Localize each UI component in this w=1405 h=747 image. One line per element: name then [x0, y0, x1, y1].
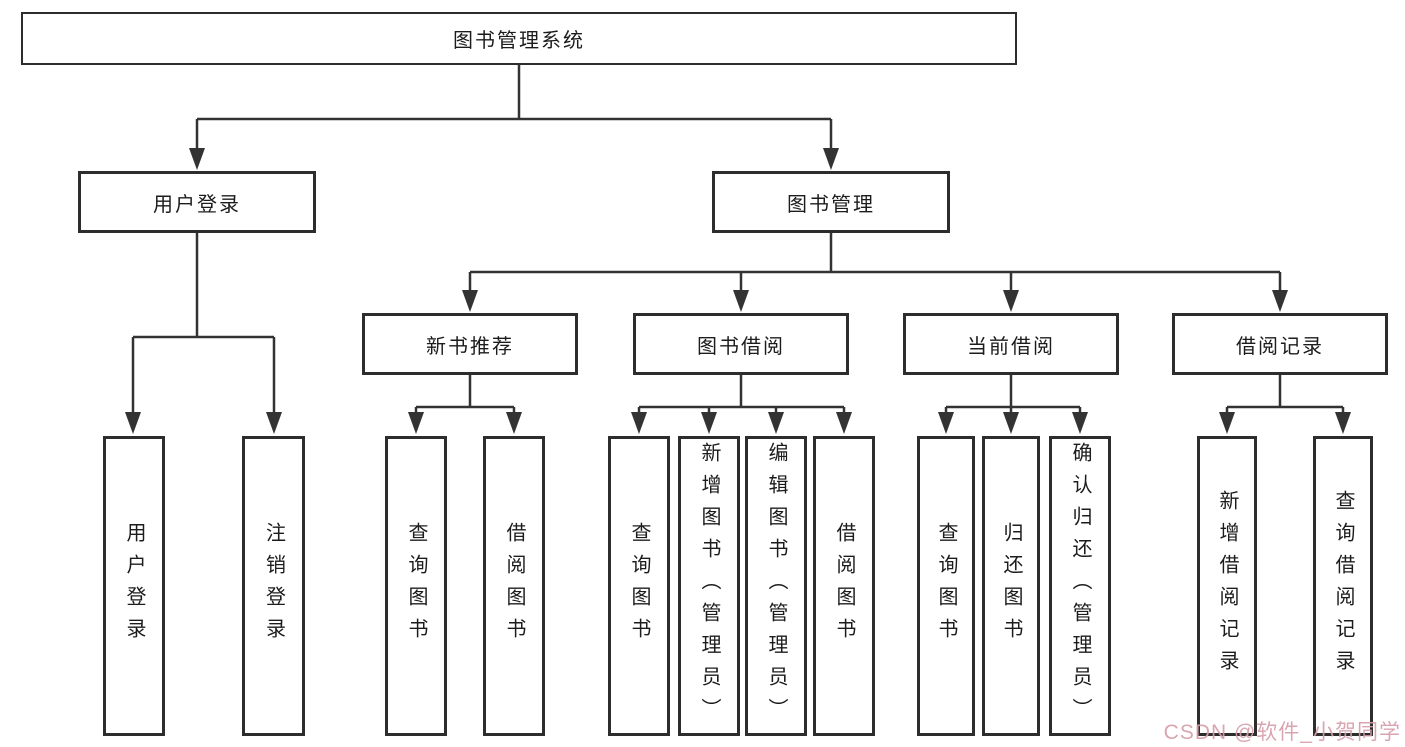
- leaf-user-login: 用户登录: [103, 436, 165, 736]
- node-label: 图书管理系统: [453, 30, 585, 52]
- connector-current-borrow-children: [944, 375, 1082, 413]
- node-current-borrow: 当前借阅: [903, 313, 1119, 375]
- node-label: 用户登录: [153, 193, 241, 216]
- node-user-login: 用户登录: [78, 171, 316, 233]
- arrowheads-book-borrow: [631, 412, 852, 434]
- leaf-label: 查询借阅记录: [1332, 490, 1354, 682]
- arrow-down-icon: [823, 148, 839, 170]
- leaf-bb-borrow-books: 借阅图书: [813, 436, 875, 736]
- leaf-cb-confirm-return-admin: 确认归还（管理员）: [1049, 436, 1111, 736]
- arrow-down-icon: [1003, 290, 1019, 312]
- leaf-nb-borrow-books: 借阅图书: [483, 436, 545, 736]
- connector-book-borrow-children: [637, 375, 846, 413]
- arrow-down-icon: [1335, 412, 1351, 434]
- arrowheads-user-login: [125, 412, 282, 434]
- leaf-label: 确认归还（管理员）: [1069, 442, 1091, 730]
- leaf-label: 新增图书（管理员）: [698, 442, 720, 730]
- leaf-label: 借阅图书: [503, 522, 525, 650]
- arrow-down-icon: [1272, 290, 1288, 312]
- arrow-down-icon: [408, 412, 424, 434]
- arrow-down-icon: [1219, 412, 1235, 434]
- leaf-label: 查询图书: [628, 522, 650, 650]
- node-book-borrow: 图书借阅: [633, 313, 849, 375]
- leaf-bb-query-books: 查询图书: [608, 436, 670, 736]
- arrowheads-borrow-records: [1219, 412, 1351, 434]
- node-label: 图书借阅: [697, 335, 785, 358]
- node-book-management: 图书管理: [712, 171, 950, 233]
- arrow-down-icon: [1072, 412, 1088, 434]
- node-root-system: 图书管理系统: [21, 12, 1017, 65]
- leaf-label: 查询图书: [935, 522, 957, 650]
- arrowheads-level3: [462, 290, 1288, 312]
- leaf-cb-query-books: 查询图书: [917, 436, 975, 736]
- connector-user-login-children: [131, 233, 276, 413]
- leaf-label: 查询图书: [405, 522, 427, 650]
- connector-root-to-level2: [195, 64, 833, 150]
- arrow-down-icon: [701, 412, 717, 434]
- leaf-label: 编辑图书（管理员）: [765, 442, 787, 730]
- node-label: 新书推荐: [426, 335, 514, 358]
- arrow-down-icon: [125, 412, 141, 434]
- connector-new-book-recommend-children: [414, 375, 516, 413]
- arrowheads-level2: [189, 148, 839, 170]
- leaf-label: 归还图书: [1000, 522, 1022, 650]
- leaf-br-add-record: 新增借阅记录: [1197, 436, 1257, 736]
- leaf-bb-edit-books-admin: 编辑图书（管理员）: [745, 436, 807, 736]
- connector-borrow-records-children: [1225, 375, 1345, 413]
- leaf-label: 借阅图书: [833, 522, 855, 650]
- connector-book-management-children: [468, 233, 1282, 291]
- leaf-cb-return-books: 归还图书: [982, 436, 1040, 736]
- arrow-down-icon: [938, 412, 954, 434]
- arrow-down-icon: [768, 412, 784, 434]
- leaf-label: 用户登录: [123, 522, 145, 650]
- arrow-down-icon: [631, 412, 647, 434]
- arrowheads-current-borrow: [938, 412, 1088, 434]
- arrow-down-icon: [462, 290, 478, 312]
- node-label: 当前借阅: [967, 335, 1055, 358]
- arrow-down-icon: [506, 412, 522, 434]
- leaf-label: 新增借阅记录: [1216, 490, 1238, 682]
- leaf-bb-add-books-admin: 新增图书（管理员）: [678, 436, 740, 736]
- node-label: 借阅记录: [1236, 335, 1324, 358]
- arrow-down-icon: [189, 148, 205, 170]
- leaf-logout: 注销登录: [242, 436, 305, 736]
- node-borrow-records: 借阅记录: [1172, 313, 1388, 375]
- leaf-label: 注销登录: [262, 522, 285, 650]
- arrow-down-icon: [733, 290, 749, 312]
- arrowheads-new-book-recommend: [408, 412, 522, 434]
- node-new-book-recommend: 新书推荐: [362, 313, 578, 375]
- arrow-down-icon: [266, 412, 282, 434]
- node-label: 图书管理: [787, 193, 875, 216]
- leaf-nb-query-books: 查询图书: [385, 436, 447, 736]
- arrow-down-icon: [1003, 412, 1019, 434]
- arrow-down-icon: [836, 412, 852, 434]
- leaf-br-query-record: 查询借阅记录: [1313, 436, 1373, 736]
